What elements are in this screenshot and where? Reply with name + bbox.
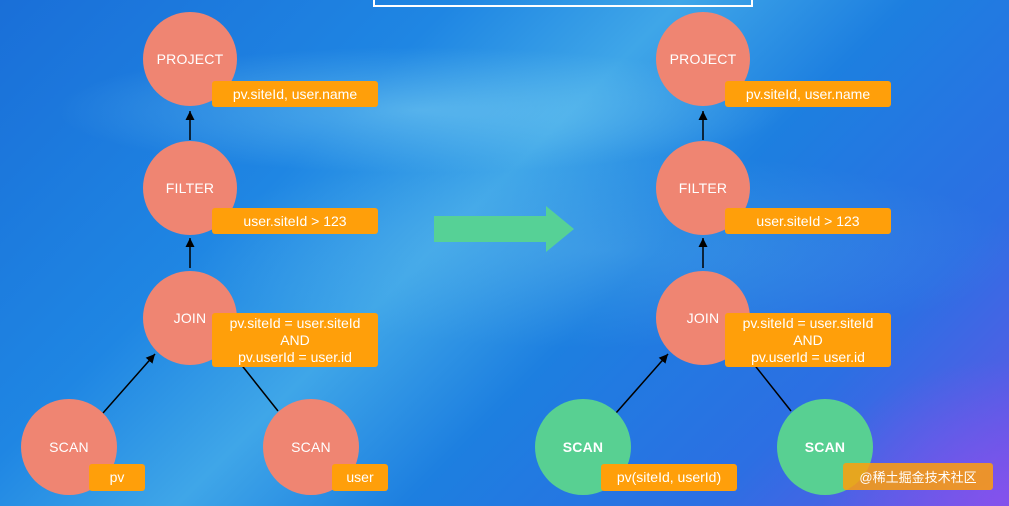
left-filter-tag: user.siteId > 123 [212, 208, 378, 234]
left-join-tag: pv.siteId = user.siteId AND pv.userId = … [212, 313, 378, 367]
watermark: @稀土掘金技术社区 [843, 463, 993, 490]
right-join-tag: pv.siteId = user.siteId AND pv.userId = … [725, 313, 891, 367]
edge-right-scanpv-join [615, 353, 669, 414]
right-filter-tag: user.siteId > 123 [725, 208, 891, 234]
right-scan-pv-tag: pv(siteId, userId) [601, 464, 737, 491]
left-scan-pv-tag: pv [89, 464, 145, 491]
right-project-tag: pv.siteId, user.name [725, 81, 891, 107]
left-scan-user-tag: user [332, 464, 388, 491]
title-frame [373, 0, 753, 7]
left-project-tag: pv.siteId, user.name [212, 81, 378, 107]
edge-left-scanpv-join [102, 353, 156, 414]
transform-arrow-icon [434, 206, 574, 252]
